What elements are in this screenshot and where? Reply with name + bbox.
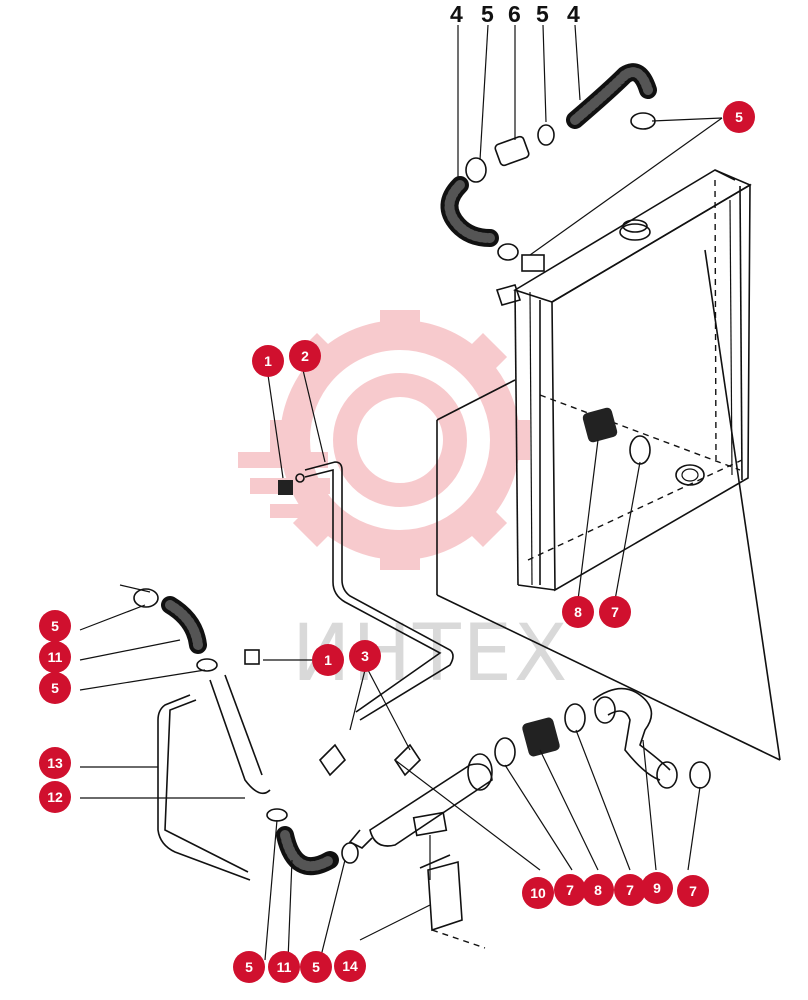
callout-badge: 5 (300, 951, 332, 983)
callout-badge: 5 (233, 951, 265, 983)
svg-text:13: 13 (47, 755, 63, 771)
svg-text:11: 11 (277, 959, 292, 975)
svg-text:7: 7 (689, 883, 697, 899)
svg-text:7: 7 (566, 882, 574, 898)
left-hose-assembly (79, 584, 315, 881)
callout-badge: 7 (614, 874, 646, 906)
svg-text:8: 8 (574, 604, 582, 620)
callout-badge: 7 (554, 874, 586, 906)
callout-badge: 14 (334, 950, 366, 982)
upper-hose-assembly (440, 24, 723, 272)
callout-badge: 9 (641, 872, 673, 904)
top-number: 5 (481, 1, 494, 27)
svg-text:5: 5 (735, 109, 743, 125)
watermark-logo (238, 310, 530, 570)
callout-badge: 8 (582, 874, 614, 906)
callout-badges: 5 1 2 8 7 5 11 5 1 3 13 12 10 7 8 7 9 7 … (39, 101, 755, 983)
svg-text:5: 5 (51, 618, 59, 634)
callout-badge: 3 (349, 640, 381, 672)
top-number: 4 (450, 1, 463, 27)
svg-text:10: 10 (530, 885, 546, 901)
callout-badge: 2 (289, 340, 321, 372)
callout-badge: 8 (562, 596, 594, 628)
svg-text:2: 2 (301, 348, 309, 364)
callout-badge: 12 (39, 781, 71, 813)
lower-hose-assembly (264, 669, 541, 961)
svg-text:8: 8 (594, 882, 602, 898)
callout-badge: 10 (522, 877, 554, 909)
svg-text:5: 5 (312, 959, 320, 975)
top-number: 4 (567, 1, 580, 27)
radiator-outlet-flange (675, 464, 705, 486)
callout-badge: 7 (677, 875, 709, 907)
top-part-numbers: 4 5 6 5 4 (450, 1, 580, 27)
mounting-bracket (359, 854, 486, 949)
coolant-pipe (267, 369, 454, 721)
bypass-tube (348, 753, 493, 880)
radiator (436, 169, 781, 761)
callout-badge: 7 (599, 596, 631, 628)
right-hose-assembly (494, 687, 711, 871)
svg-text:7: 7 (611, 604, 619, 620)
mid-hose-assembly (577, 407, 651, 601)
callout-badge: 5 (723, 101, 755, 133)
svg-text:9: 9 (653, 880, 661, 896)
svg-text:14: 14 (342, 958, 358, 974)
top-number: 5 (536, 1, 549, 27)
svg-text:5: 5 (51, 680, 59, 696)
callout-badge: 11 (39, 641, 71, 673)
callout-badge: 5 (39, 672, 71, 704)
svg-text:7: 7 (626, 882, 634, 898)
callout-badge: 5 (39, 610, 71, 642)
svg-text:3: 3 (361, 648, 369, 664)
callout-badge: 11 (268, 951, 300, 983)
top-number: 6 (508, 1, 521, 27)
callout-badge: 1 (252, 345, 284, 377)
svg-text:12: 12 (47, 789, 63, 805)
svg-text:1: 1 (324, 652, 332, 668)
svg-text:11: 11 (48, 649, 63, 665)
svg-text:5: 5 (245, 959, 253, 975)
callout-badge: 1 (312, 644, 344, 676)
svg-text:1: 1 (264, 353, 272, 369)
callout-badge: 13 (39, 747, 71, 779)
